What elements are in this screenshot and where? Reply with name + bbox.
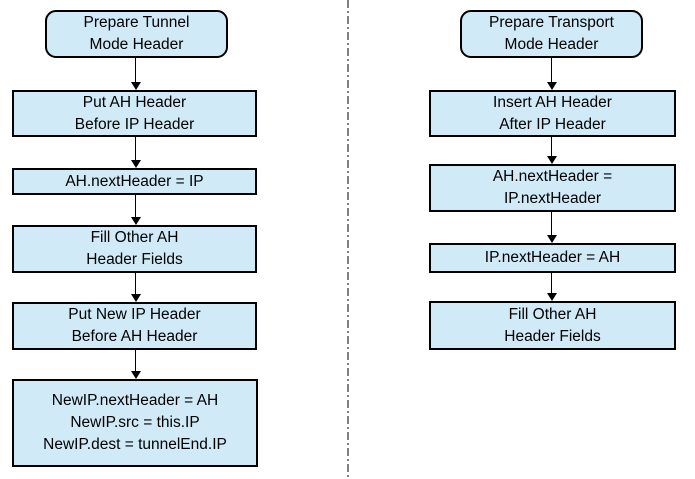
node-put-new-ip-header-before-ah-header: Put New IP Header Before AH Header <box>12 302 257 350</box>
arrow-down-icon <box>130 273 141 302</box>
node-put-ah-header-before-ip-header: Put AH Header Before IP Header <box>12 90 257 137</box>
node-ip-nextheader-ah: IP.nextHeader = AH <box>429 243 676 273</box>
node-ah-nextheader-ip-nextheader: AH.nextHeader = IP.nextHeader <box>429 164 676 212</box>
arrow-down-icon <box>546 137 557 164</box>
arrow-down-icon <box>130 195 141 225</box>
node-newip-assignments: NewIP.nextHeader = AH NewIP.src = this.I… <box>12 379 258 467</box>
node-prepare-transport-mode-header: Prepare Transport Mode Header <box>460 10 643 58</box>
arrow-down-icon <box>546 212 557 243</box>
node-insert-ah-header-after-ip-header: Insert AH Header After IP Header <box>429 90 676 137</box>
arrow-down-icon <box>546 273 557 301</box>
node-ah-nextheader-ip: AH.nextHeader = IP <box>12 168 257 195</box>
node-fill-other-ah-header-fields-tunnel: Fill Other AH Header Fields <box>12 225 257 273</box>
dashed-divider-line <box>347 0 349 479</box>
arrow-down-icon <box>130 350 141 379</box>
arrow-down-icon <box>130 58 141 90</box>
arrow-down-icon <box>546 58 557 90</box>
node-prepare-tunnel-mode-header: Prepare Tunnel Mode Header <box>45 10 228 58</box>
arrow-down-icon <box>130 137 141 168</box>
node-fill-other-ah-header-fields-transport: Fill Other AH Header Fields <box>429 301 676 350</box>
